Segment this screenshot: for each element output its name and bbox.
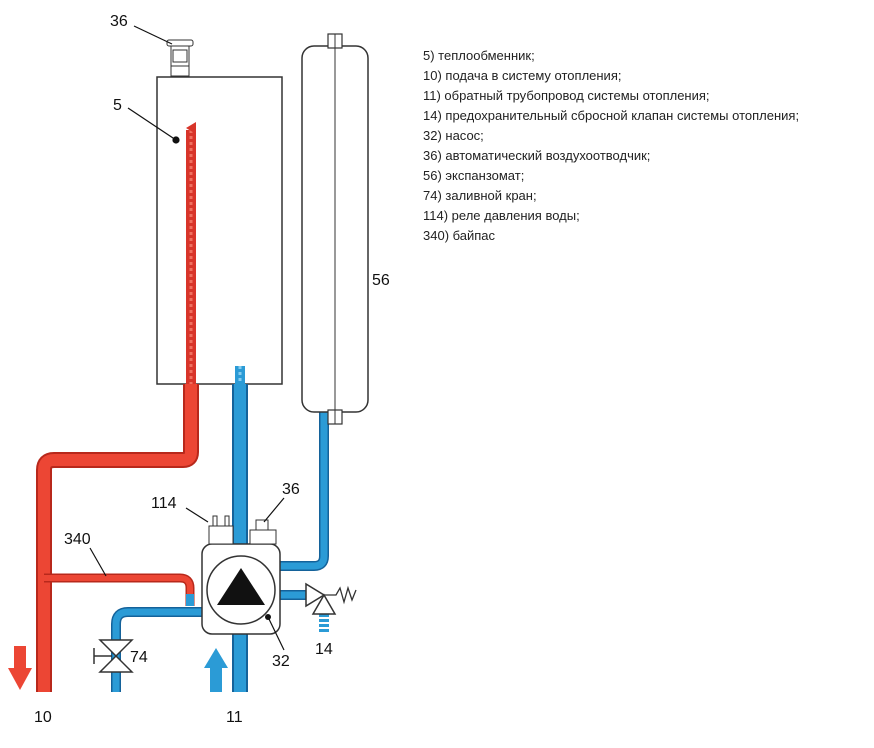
- leader-36-pump: [263, 497, 285, 523]
- callout-14: 14: [315, 641, 333, 658]
- legend-item: 36) автоматический воздухоотводчик;: [423, 148, 651, 163]
- return-inlet-arrow: [204, 648, 228, 692]
- legend-item: 74) заливной кран;: [423, 188, 537, 203]
- pump: [201, 543, 281, 635]
- legend: 5) теплообменник; 10) подача в систему о…: [423, 46, 799, 246]
- fill-valve: [93, 639, 134, 673]
- callout-36-top: 36: [110, 13, 128, 30]
- bypass-pipe: [44, 573, 195, 606]
- callout-74: 74: [130, 649, 148, 666]
- pressure-relay: [208, 515, 234, 545]
- legend-item: 5) теплообменник;: [423, 48, 535, 63]
- callout-114: 114: [151, 495, 177, 512]
- legend-item: 32) насос;: [423, 128, 484, 143]
- legend-item: 10) подача в систему отопления;: [423, 68, 622, 83]
- safety-valve: [305, 582, 357, 615]
- legend-item: 11) обратный трубопровод системы отоплен…: [423, 88, 710, 103]
- internal-supply-pipe: [186, 122, 196, 384]
- leader-32: [267, 616, 285, 651]
- leader-114: [185, 507, 209, 523]
- callout-340: 340: [64, 531, 91, 548]
- expansion-tank: [301, 33, 369, 425]
- air-vent-top: [166, 39, 194, 77]
- leader-340: [89, 547, 107, 577]
- legend-item: 14) предохранительный сбросной клапан си…: [423, 108, 800, 123]
- legend-item: 114) реле давления воды;: [423, 208, 580, 223]
- callout-56: 56: [372, 272, 390, 289]
- callout-36-pump: 36: [282, 481, 300, 498]
- legend-item: 56) экспанзомат;: [423, 168, 525, 183]
- leader-5: [127, 107, 177, 141]
- callout-32: 32: [272, 653, 290, 670]
- air-vent-pump: [249, 519, 277, 545]
- supply-outlet-arrow: [8, 646, 32, 690]
- heat-exchanger-box: [156, 76, 283, 385]
- callout-11: 11: [226, 709, 243, 726]
- callout-10: 10: [34, 709, 52, 726]
- legend-item: 340) байпас: [423, 228, 496, 243]
- callout-5: 5: [113, 97, 122, 114]
- leader-36-top: [133, 25, 173, 45]
